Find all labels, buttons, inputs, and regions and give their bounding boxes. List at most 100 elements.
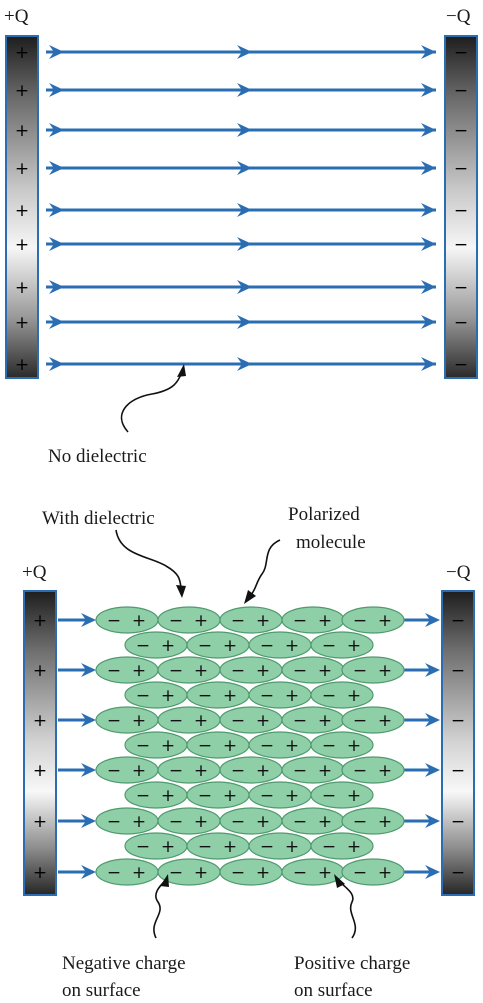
plus-sign: + xyxy=(15,355,29,375)
polarized-molecule: −+ xyxy=(248,781,312,809)
plus-sign: + xyxy=(33,661,47,681)
molecule-body xyxy=(281,706,345,734)
field-line-arrowhead xyxy=(237,237,252,251)
molecule-minus-sign: − xyxy=(353,661,367,681)
molecule-body xyxy=(248,832,312,860)
polarized-molecule: −+ xyxy=(341,858,405,886)
molecule-body xyxy=(281,807,345,835)
molecule-plus-sign: + xyxy=(161,636,175,656)
polarized-molecule: −+ xyxy=(310,681,374,709)
plus-sign: + xyxy=(33,863,47,883)
molecule-minus-sign: − xyxy=(136,686,150,706)
molecule-body xyxy=(219,606,283,634)
polarized-molecule: −+ xyxy=(95,706,159,734)
molecule-plus-sign: + xyxy=(256,812,270,832)
negative-charge-pointer-arrowhead xyxy=(160,874,169,887)
polarized-molecule: −+ xyxy=(341,756,405,784)
molecule-body xyxy=(157,807,221,835)
field-line-arrowhead xyxy=(421,357,436,371)
top-panel: +Q −Q +++++++++ −−−−−−−−− No dielectric xyxy=(4,6,478,467)
field-line-arrowhead xyxy=(49,161,64,175)
minus-sign: − xyxy=(454,121,468,141)
molecule-plus-sign: + xyxy=(161,837,175,857)
field-line-arrowhead xyxy=(421,45,436,59)
minus-sign: − xyxy=(454,43,468,63)
molecule-body xyxy=(310,731,374,759)
field-line-arrowhead xyxy=(81,613,96,627)
molecule-plus-sign: + xyxy=(194,611,208,631)
plus-sign: + xyxy=(33,812,47,832)
polarized-molecule: −+ xyxy=(186,731,250,759)
field-line-arrowhead xyxy=(425,663,440,677)
polarized-molecule: −+ xyxy=(281,807,345,835)
molecule-minus-sign: − xyxy=(107,761,121,781)
molecule-plus-sign: + xyxy=(223,736,237,756)
field-line-arrowhead xyxy=(421,237,436,251)
molecule-minus-sign: − xyxy=(198,636,212,656)
minus-sign: − xyxy=(454,235,468,255)
polarized-molecule: −+ xyxy=(95,807,159,835)
molecule-minus-sign: − xyxy=(198,837,212,857)
molecule-minus-sign: − xyxy=(107,812,121,832)
negative-charge-label-line1: Negative charge xyxy=(62,953,186,974)
polarized-molecule: −+ xyxy=(341,706,405,734)
molecule-minus-sign: − xyxy=(107,661,121,681)
molecule-plus-sign: + xyxy=(256,611,270,631)
molecule-minus-sign: − xyxy=(322,636,336,656)
plus-sign: + xyxy=(15,201,29,221)
molecule-plus-sign: + xyxy=(223,636,237,656)
molecule-minus-sign: − xyxy=(169,863,183,883)
molecule-plus-sign: + xyxy=(378,863,392,883)
plus-sign: + xyxy=(15,278,29,298)
field-line-arrowhead xyxy=(421,280,436,294)
molecule-body xyxy=(341,656,405,684)
bottom-left-plate-label: +Q xyxy=(22,562,47,583)
molecule-body xyxy=(186,832,250,860)
molecule-minus-sign: − xyxy=(107,711,121,731)
molecule-plus-sign: + xyxy=(194,661,208,681)
polarized-molecule: −+ xyxy=(124,731,188,759)
molecule-body xyxy=(310,781,374,809)
polarized-molecule: −+ xyxy=(248,832,312,860)
molecule-body xyxy=(124,781,188,809)
molecule-body xyxy=(124,631,188,659)
minus-sign: − xyxy=(454,81,468,101)
molecule-minus-sign: − xyxy=(293,761,307,781)
polarized-molecule: −+ xyxy=(157,756,221,784)
molecule-minus-sign: − xyxy=(293,711,307,731)
molecule-body xyxy=(248,631,312,659)
molecule-plus-sign: + xyxy=(318,812,332,832)
molecule-body xyxy=(219,858,283,886)
field-line-arrowhead xyxy=(49,203,64,217)
field-line-arrowhead xyxy=(49,315,64,329)
molecule-plus-sign: + xyxy=(132,611,146,631)
bottom-panel: With dielectric Polarized molecule +Q −Q… xyxy=(22,504,475,1001)
molecule-minus-sign: − xyxy=(231,761,245,781)
field-line-arrowhead xyxy=(237,280,252,294)
molecule-plus-sign: + xyxy=(347,686,361,706)
polarized-molecule-pointer xyxy=(249,539,281,597)
polarized-molecule: −+ xyxy=(95,656,159,684)
molecule-minus-sign: − xyxy=(260,837,274,857)
negative-charge-label-line2: on surface xyxy=(62,980,141,1001)
molecule-plus-sign: + xyxy=(285,786,299,806)
molecule-minus-sign: − xyxy=(198,736,212,756)
molecule-plus-sign: + xyxy=(161,686,175,706)
molecule-plus-sign: + xyxy=(285,837,299,857)
molecule-plus-sign: + xyxy=(285,686,299,706)
molecule-plus-sign: + xyxy=(347,636,361,656)
minus-sign: − xyxy=(451,761,465,781)
positive-charge-label-line2: on surface xyxy=(294,980,373,1001)
molecule-body xyxy=(341,756,405,784)
minus-sign: − xyxy=(451,711,465,731)
molecule-minus-sign: − xyxy=(231,711,245,731)
polarized-molecule: −+ xyxy=(186,631,250,659)
polarized-molecule: −+ xyxy=(124,631,188,659)
field-line-arrowhead xyxy=(237,45,252,59)
field-line-arrowhead xyxy=(237,203,252,217)
field-line-arrowhead xyxy=(49,237,64,251)
bottom-field-lines xyxy=(58,613,440,879)
molecule-plus-sign: + xyxy=(318,711,332,731)
with-dielectric-pointer xyxy=(115,529,182,589)
